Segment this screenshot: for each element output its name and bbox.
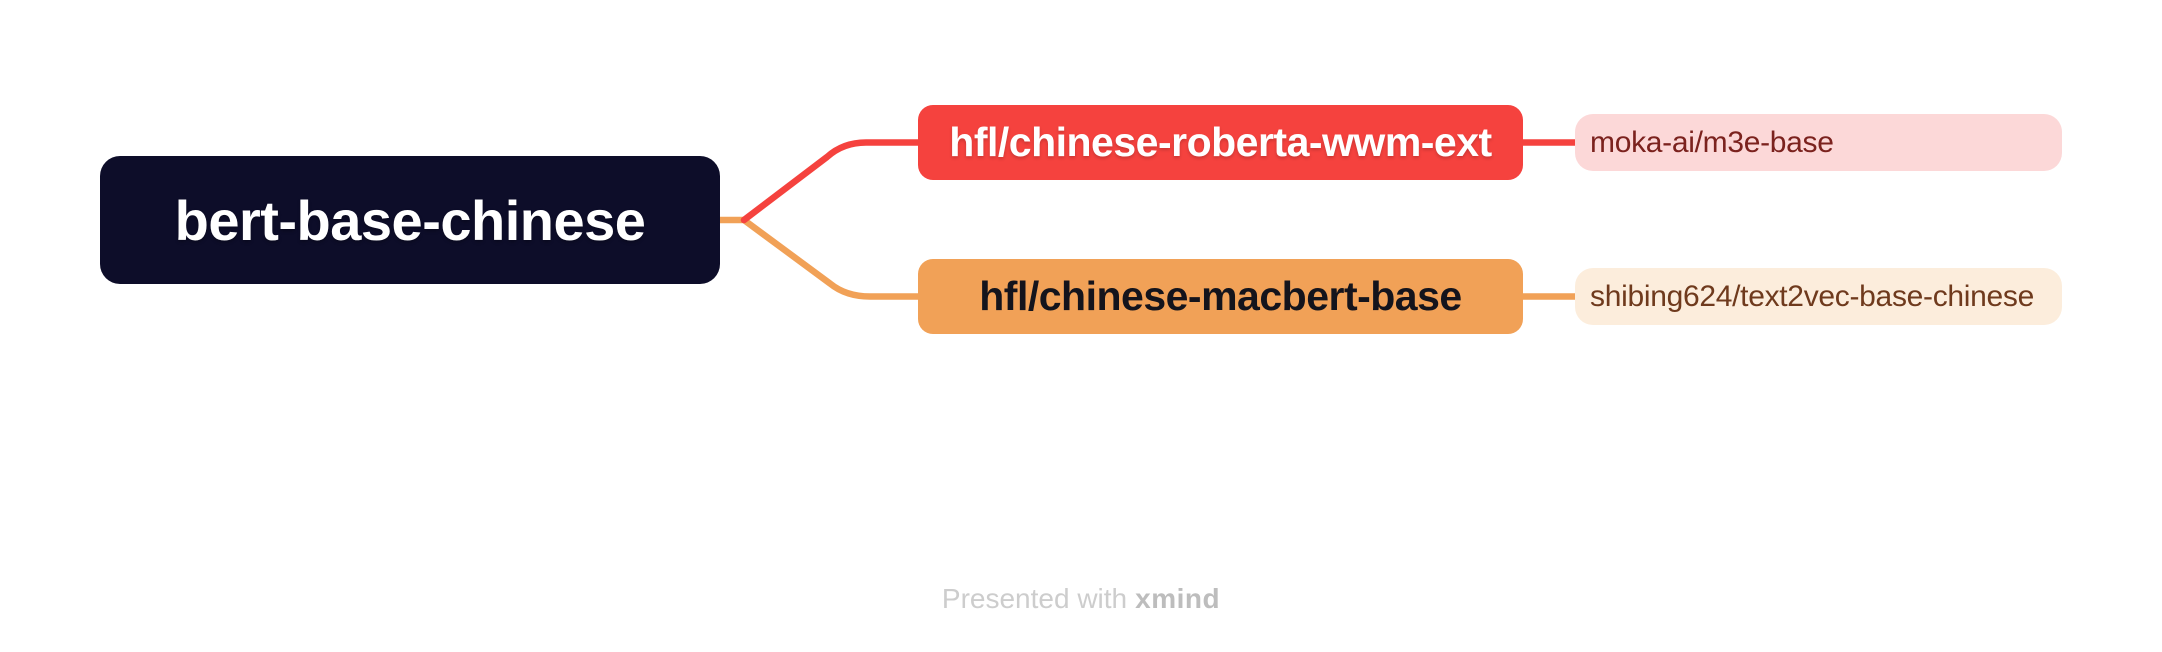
- branch-connector-roberta: [740, 139, 924, 224]
- xmind-logo-text: xmind: [1135, 583, 1221, 614]
- leaf-topic-m3e-base[interactable]: moka-ai/m3e-base: [1575, 114, 2062, 171]
- watermark-prefix: Presented with: [941, 583, 1128, 614]
- subtopic-macbert-label: hfl/chinese-macbert-base: [979, 273, 1462, 319]
- leaf-topic-text2vec[interactable]: shibing624/text2vec-base-chinese: [1575, 268, 2062, 325]
- subtopic-roberta-label: hfl/chinese-roberta-wwm-ext: [949, 119, 1492, 165]
- presented-with-watermark: Presented with xmind: [942, 583, 1220, 615]
- leaf-text2vec-label: shibing624/text2vec-base-chinese: [1590, 279, 2035, 313]
- branch-connector-macbert: [714, 216, 924, 300]
- subtopic-chinese-roberta[interactable]: hfl/chinese-roberta-wwm-ext: [918, 105, 1523, 180]
- root-topic-label: bert-base-chinese: [174, 188, 646, 252]
- leaf-m3e-label: moka-ai/m3e-base: [1590, 125, 1834, 159]
- root-topic-bert-base-chinese[interactable]: bert-base-chinese: [100, 156, 720, 284]
- subtopic-chinese-macbert[interactable]: hfl/chinese-macbert-base: [918, 259, 1523, 334]
